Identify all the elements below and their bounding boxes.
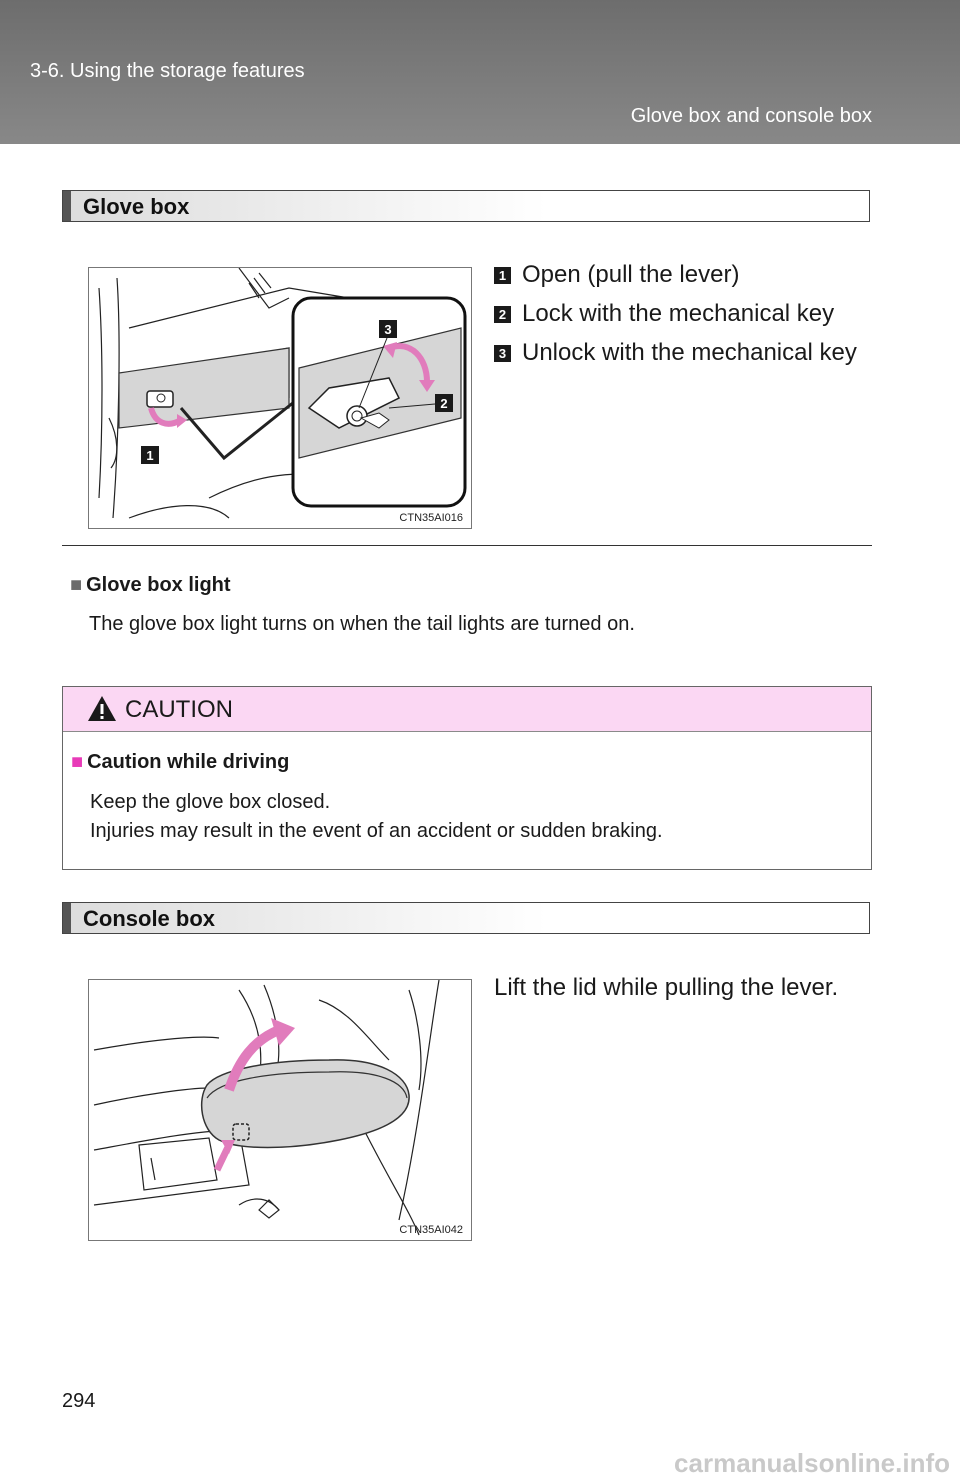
topic-title: Glove box and console box xyxy=(630,105,872,127)
caution-heading: ■Caution while driving xyxy=(71,751,289,774)
glove-box-heading: Glove box xyxy=(62,190,870,222)
section-title: 3-6. Using the storage features xyxy=(30,60,305,82)
page-header: 3-6. Using the storage features Glove bo… xyxy=(0,0,960,144)
watermark: carmanualsonline.info xyxy=(674,1448,950,1478)
figure-code: CTN35AI042 xyxy=(399,1224,463,1236)
caution-heading-text: Caution while driving xyxy=(87,751,290,773)
console-box-illustration xyxy=(93,980,440,1236)
glove-box-title: Glove box xyxy=(83,194,190,219)
caution-bar: CAUTION xyxy=(63,687,871,732)
svg-text:1: 1 xyxy=(146,448,153,463)
step-text: Unlock with the mechanical key xyxy=(522,339,857,366)
svg-text:2: 2 xyxy=(440,396,447,411)
square-bullet-icon: ■ xyxy=(70,574,83,596)
step-item: 3 Unlock with the mechanical key xyxy=(494,336,866,370)
page-number: 294 xyxy=(62,1390,96,1412)
square-bullet-icon: ■ xyxy=(71,751,84,773)
warning-icon xyxy=(88,696,116,721)
note-heading-text: Glove box light xyxy=(86,574,231,596)
step-item: 2 Lock with the mechanical key xyxy=(494,297,866,331)
console-box-text: Lift the lid while pulling the lever. xyxy=(494,974,839,1001)
caution-line: Injuries may result in the event of an a… xyxy=(90,820,663,842)
glove-box-illustration: 1 3 2 xyxy=(98,268,467,519)
caution-line: Keep the glove box closed. xyxy=(90,791,331,813)
caution-box: CAUTION ■Caution while driving Keep the … xyxy=(62,686,872,870)
step-number: 1 xyxy=(494,267,511,284)
step-text: Lock with the mechanical key xyxy=(522,300,835,327)
section-divider xyxy=(62,545,872,546)
glove-box-figure: 1 3 2 CTN35AI016 xyxy=(88,267,472,529)
note-body: The glove box light turns on when the ta… xyxy=(89,613,635,635)
step-item: 1 Open (pull the lever) xyxy=(494,258,866,292)
console-box-figure: CTN35AI042 xyxy=(88,979,472,1241)
step-text: Open (pull the lever) xyxy=(522,261,740,288)
step-number: 3 xyxy=(494,345,511,362)
note-heading: ■Glove box light xyxy=(70,574,231,597)
console-box-heading: Console box xyxy=(62,902,870,934)
figure-code: CTN35AI016 xyxy=(399,512,463,524)
glove-box-steps: 1 Open (pull the lever) 2 Lock with the … xyxy=(494,258,866,375)
caution-label: CAUTION xyxy=(125,696,233,723)
step-number: 2 xyxy=(494,306,511,323)
console-box-title: Console box xyxy=(83,906,216,931)
svg-text:3: 3 xyxy=(384,322,391,337)
